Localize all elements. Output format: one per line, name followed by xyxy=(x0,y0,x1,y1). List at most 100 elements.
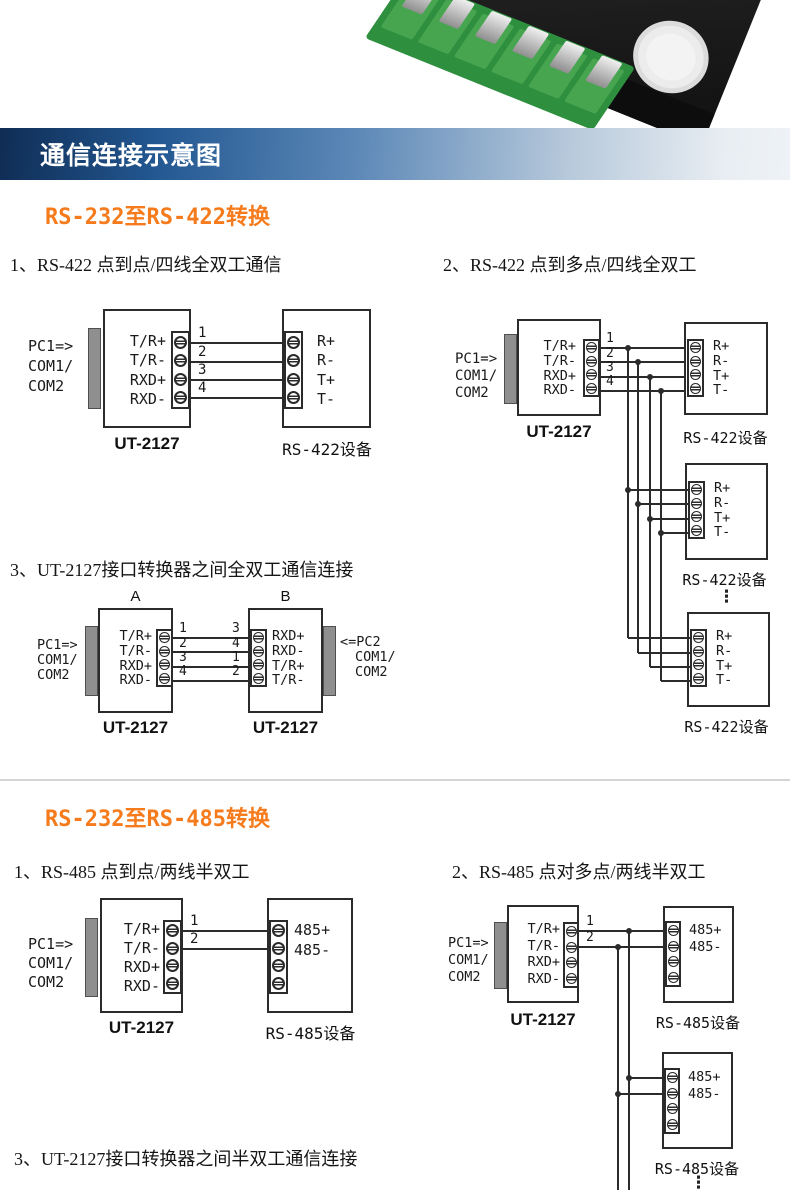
screw-terminal-icon xyxy=(666,1103,678,1115)
pin-label: RXD+ xyxy=(272,628,305,644)
wire-number: 2 xyxy=(190,931,199,947)
rs422-diagram2-title: 2、RS-422 点到多点/四线全双工 xyxy=(443,255,697,275)
wire-number: 1 xyxy=(190,913,199,929)
wire-number: 4 xyxy=(232,636,240,651)
pc1-line: PC1=> xyxy=(28,935,74,953)
wire xyxy=(638,652,690,654)
wire xyxy=(190,397,284,399)
terminal-strip xyxy=(284,331,303,409)
screw-terminal-icon xyxy=(691,484,702,496)
screw-terminal-icon xyxy=(690,369,701,381)
pc2-line: COM2 xyxy=(355,664,388,680)
pc1-line: COM1/ xyxy=(37,652,78,668)
screw-terminal-icon xyxy=(586,342,597,354)
screw-terminal-icon xyxy=(693,659,704,671)
junction-dot xyxy=(658,530,664,536)
screw-terminal-icon xyxy=(666,1118,678,1130)
pin-label: T/R- xyxy=(123,939,160,957)
screw-terminal-icon xyxy=(159,659,170,671)
screw-terminal-icon xyxy=(253,659,264,671)
screw-terminal-icon xyxy=(666,1087,678,1099)
screw-terminal-icon xyxy=(667,956,679,968)
screw-terminal-icon xyxy=(666,1072,678,1084)
screw-terminal-icon xyxy=(667,925,679,937)
screw-terminal-icon xyxy=(272,924,285,938)
device-name-label: RS-485设备 xyxy=(655,1014,741,1032)
converter-b-box xyxy=(248,608,323,713)
pc1-line: COM1/ xyxy=(455,368,498,384)
pin-label: R+ xyxy=(713,338,730,354)
db9-connector xyxy=(88,328,101,409)
pin-label: 485- xyxy=(688,1085,721,1102)
pc1-line: COM2 xyxy=(28,973,65,991)
pc1-line: COM2 xyxy=(28,377,65,395)
junction-dot xyxy=(615,1091,621,1097)
converter-b-pin-labels: RXD+ RXD- T/R+ T/R- xyxy=(272,628,324,689)
pin-label: T+ xyxy=(714,509,731,526)
wire xyxy=(628,489,688,491)
banner-title: 通信连接示意图 xyxy=(40,141,223,170)
junction-dot xyxy=(626,1075,632,1081)
pc1-line: COM2 xyxy=(448,969,481,985)
device-name-label: RS-485设备 xyxy=(265,1024,356,1043)
junction-dot xyxy=(625,345,631,351)
wire xyxy=(650,666,690,668)
more-devices-ellipsis: ⋮ xyxy=(690,1173,707,1190)
pin-label: RXD- xyxy=(123,977,160,995)
screw-terminal-icon xyxy=(166,959,179,973)
wire xyxy=(600,361,687,363)
pin-label: T/R- xyxy=(272,672,305,689)
pin-label: 485- xyxy=(294,941,331,959)
wire xyxy=(600,347,687,349)
rs422-pin-labels: R+ R- T+ T- xyxy=(716,629,756,688)
screw-terminal-icon xyxy=(166,976,179,990)
terminal-strip xyxy=(665,921,681,987)
pin-label: T/R+ xyxy=(123,920,160,938)
wire-number: 1 xyxy=(606,331,614,346)
more-devices-ellipsis: ⋮ xyxy=(718,587,735,607)
rs422-pin-labels: R+ R- T+ T- xyxy=(713,338,753,399)
pin-label: T/R- xyxy=(527,937,560,954)
pin-label: 485+ xyxy=(688,1069,721,1085)
screw-terminal-icon xyxy=(159,632,170,644)
wire xyxy=(182,948,269,950)
screw-terminal-icon xyxy=(272,941,285,955)
bus-wire xyxy=(649,377,651,667)
pc2-com-label: <=PC2 COM1/ COM2 xyxy=(340,635,396,680)
terminal-strip xyxy=(690,629,707,687)
screw-terminal-icon xyxy=(691,497,702,509)
screw-terminal-icon xyxy=(174,391,187,405)
device-name-label: RS-485设备 xyxy=(654,1160,740,1178)
device-name-label: RS-422设备 xyxy=(683,429,768,447)
pin-label: T+ xyxy=(716,657,733,674)
pc1-line: PC1=> xyxy=(37,637,78,653)
pin-label: T/R- xyxy=(119,642,152,659)
pc1-line: COM2 xyxy=(37,667,70,683)
terminal-strip xyxy=(664,1068,680,1134)
pin-label: T- xyxy=(713,382,730,399)
terminal-strip xyxy=(250,629,267,687)
wire xyxy=(182,930,269,932)
wire xyxy=(173,680,250,682)
wire xyxy=(600,376,687,378)
wire xyxy=(173,637,250,639)
wire xyxy=(173,651,250,653)
pc1-line: PC1=> xyxy=(455,351,498,367)
wire-number: 3 xyxy=(606,360,614,375)
wire-number: 2 xyxy=(179,636,187,651)
screw-terminal-icon xyxy=(159,645,170,657)
port-b-label: B xyxy=(280,588,291,605)
rs422-pin-labels: R+ R- T+ T- xyxy=(714,481,754,540)
screw-terminal-icon xyxy=(287,391,300,405)
terminal-strip xyxy=(583,339,600,397)
converter-pin-labels: T/R+ T/R- RXD+ RXD- xyxy=(523,339,576,398)
pin-label: RXD+ xyxy=(527,954,560,970)
screw-terminal-icon xyxy=(287,372,300,386)
screw-terminal-icon xyxy=(166,941,179,955)
db9-connector xyxy=(323,626,336,696)
screw-terminal-icon xyxy=(174,372,187,386)
screw-terminal-icon xyxy=(586,355,597,367)
db9-connector xyxy=(494,922,507,989)
terminal-strip xyxy=(163,920,182,994)
screw-terminal-icon xyxy=(272,976,285,990)
